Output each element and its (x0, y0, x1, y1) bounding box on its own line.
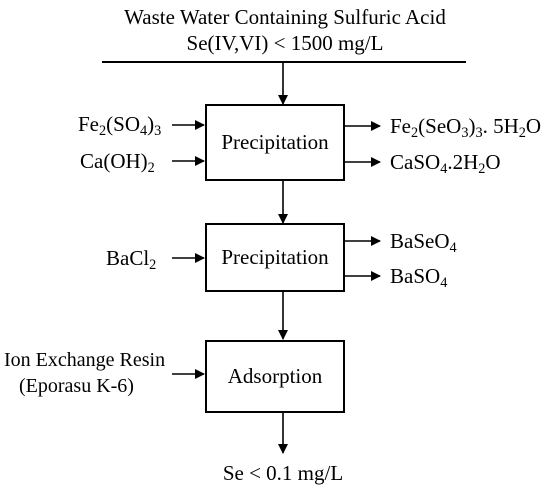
input-fe2so43: Fe2(SO4)3 (78, 112, 162, 139)
input-bacl2: BaCl2 (106, 246, 157, 273)
header-line-2: Se(IV,VI) < 1500 mg/L (186, 31, 384, 55)
header-line-1: Waste Water Containing Sulfuric Acid (124, 5, 446, 29)
precipitation-box-2: Precipitation (205, 223, 345, 292)
output-baseo4: BaSeO4 (390, 229, 457, 256)
input-resin-line-1: Ion Exchange Resin (4, 349, 166, 371)
input-caoh2: Ca(OH)2 (80, 149, 155, 176)
adsorption-label: Adsorption (227, 364, 323, 388)
precipitation-label-1: Precipitation (221, 130, 329, 154)
adsorption-box: Adsorption (205, 340, 345, 413)
output-baso4: BaSO4 (390, 264, 448, 291)
input-resin-line-2: (Eporasu K-6) (19, 375, 134, 397)
output-caso4-2h2o: CaSO4.2H2O (390, 150, 501, 177)
output-fe2seo33: Fe2(SeO3)3. 5H2O (390, 114, 542, 141)
precipitation-box-1: Precipitation (205, 104, 345, 181)
precipitation-label-2: Precipitation (221, 245, 329, 269)
result-label: Se < 0.1 mg/L (222, 461, 344, 485)
